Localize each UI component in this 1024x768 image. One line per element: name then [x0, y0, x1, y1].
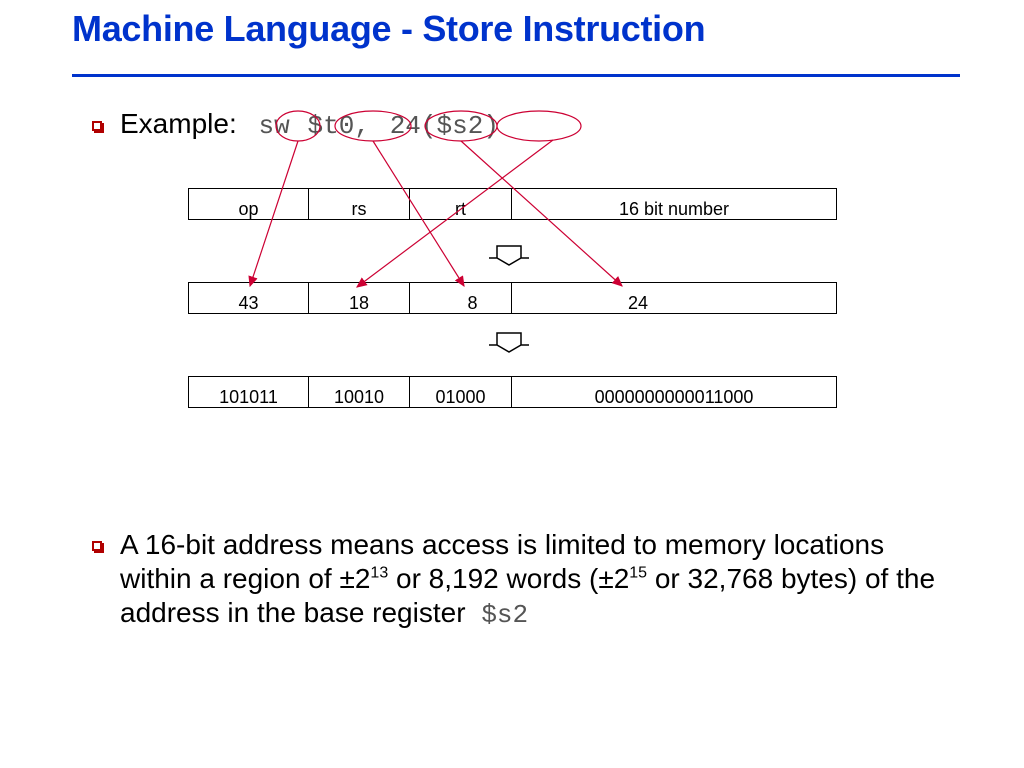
decimal-cell-rt: 8 [409, 282, 512, 314]
binary-cell-rt: 01000 [409, 376, 512, 408]
bullet-square-icon [92, 541, 104, 553]
title-underline [72, 74, 960, 77]
binary-cell-rs: 10010 [308, 376, 410, 408]
example-label: Example: [120, 108, 237, 139]
address-range-note: A 16-bit address means access is limited… [120, 529, 936, 630]
header-cell-rs: rs [308, 188, 410, 220]
binary-cell-op: 101011 [188, 376, 309, 408]
header-cell-rt: rt [409, 188, 512, 220]
table-row: 101011 10010 01000 0000000000011000 [188, 376, 837, 408]
decimal-cell-rs: 18 [308, 282, 410, 314]
decimal-cell-op: 43 [188, 282, 309, 314]
bullet-square-icon [92, 121, 104, 133]
decimal-fields-table: 43 18 8 24 [188, 282, 837, 314]
binary-fields-table: 101011 10010 01000 0000000000011000 [188, 376, 837, 408]
header-cell-immediate: 16 bit number [511, 188, 837, 220]
base-register-s2: $s2 [481, 600, 529, 630]
down-arrow-icon [489, 245, 529, 266]
table-row: 43 18 8 24 [188, 282, 837, 314]
down-arrow-icon [489, 332, 529, 353]
example-line: Example: sw $t0, 24($s2) [120, 108, 499, 141]
table-row: op rs rt 16 bit number [188, 188, 837, 220]
register-t0: $t0 [307, 111, 355, 141]
oval-s2 [496, 110, 582, 142]
comma: , [354, 111, 370, 141]
binary-cell-immediate: 0000000000011000 [511, 376, 837, 408]
mnemonic-sw: sw [258, 111, 290, 141]
page-title: Machine Language - Store Instruction [72, 8, 706, 49]
base-register-s2: ($s2) [420, 111, 499, 141]
header-cell-op: op [188, 188, 309, 220]
offset-24: 24 [389, 111, 421, 141]
field-header-table: op rs rt 16 bit number [188, 188, 837, 220]
decimal-cell-immediate: 24 [511, 282, 837, 314]
